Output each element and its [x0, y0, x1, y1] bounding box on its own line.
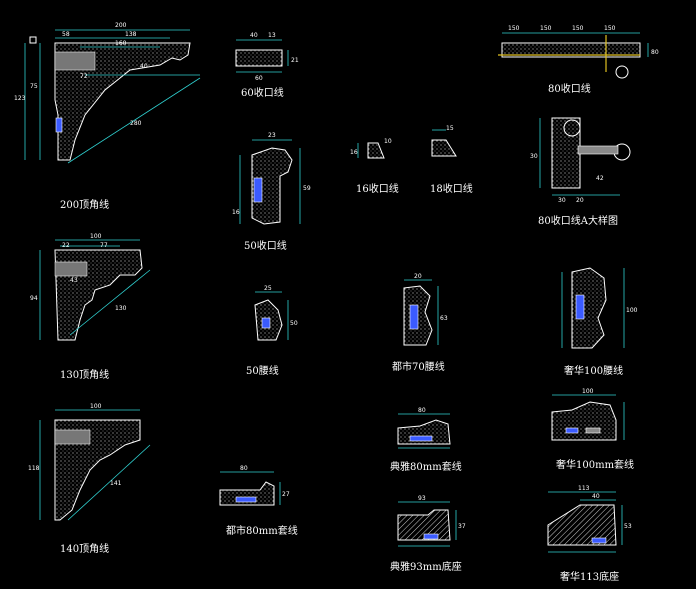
dim-label: 30 [558, 197, 566, 204]
dim-label: 21 [291, 57, 299, 64]
dim-label: 20 [576, 197, 584, 204]
marker-square [29, 36, 37, 44]
dim-label: 23 [268, 132, 276, 139]
label-80-trim: 80收口线 [548, 84, 591, 95]
profile-130-cornice [39, 239, 151, 341]
dim-label: 80 [240, 465, 248, 472]
dim-label: 72 [80, 73, 88, 80]
dim-label: 43 [70, 277, 78, 284]
label-70-waist: 都市70腰线 [392, 362, 445, 373]
dim-label: 13 [268, 32, 276, 39]
profile-80-casing-urban [219, 471, 281, 506]
dim-label: 16 [232, 209, 240, 216]
profile-60-trim [235, 39, 289, 73]
profile-93-base [397, 501, 457, 547]
label-100-waist: 奢华100腰线 [564, 366, 624, 377]
dim-label: 40 [592, 493, 600, 500]
profile-140-cornice [39, 409, 151, 521]
label-93-base: 典雅93mm底座 [390, 562, 462, 573]
profile-113-base [547, 491, 623, 553]
dim-label: 80 [651, 49, 659, 56]
dim-label: 75 [30, 83, 38, 90]
dim-label: 138 [125, 31, 137, 38]
label-113-base: 奢华113底座 [560, 572, 620, 583]
dim-label: 94 [30, 295, 38, 302]
dim-label: 141 [110, 480, 122, 487]
profile-16-trim [357, 142, 385, 159]
dim-label: 60 [255, 75, 263, 82]
dim-label: 280 [130, 120, 142, 127]
label-80-casing-urban: 都市80mm套线 [226, 526, 298, 537]
dim-label: 27 [282, 491, 290, 498]
dim-label: 118 [28, 465, 40, 472]
dim-label: 59 [303, 185, 311, 192]
profile-200-cornice [24, 29, 201, 164]
dim-label: 150 [540, 25, 552, 32]
dim-label: 113 [578, 485, 590, 492]
dim-label: 15 [446, 125, 454, 132]
dim-label: 93 [418, 495, 426, 502]
dim-label: 130 [115, 305, 127, 312]
label-18-trim: 18收口线 [430, 184, 473, 195]
dim-label: 58 [62, 31, 70, 38]
dim-label: 16 [350, 149, 358, 156]
profile-50-trim [239, 139, 301, 225]
profile-80-detail-a [539, 117, 631, 196]
dim-label: 200 [115, 22, 127, 29]
profile-70-waist [403, 279, 439, 346]
dim-label: 10 [384, 138, 392, 145]
label-60-trim: 60收口线 [241, 88, 284, 99]
dim-label: 63 [440, 315, 448, 322]
dim-label: 53 [624, 523, 632, 530]
label-130-cornice: 130顶角线 [60, 370, 110, 381]
profile-50-waist [254, 291, 289, 341]
dim-label: 123 [14, 95, 26, 102]
label-80-casing-elegant: 典雅80mm套线 [390, 462, 462, 473]
dim-label: 100 [90, 233, 102, 240]
profile-100-casing [551, 394, 625, 441]
dim-label: 20 [414, 273, 422, 280]
profile-100-waist [561, 267, 625, 349]
label-100-casing: 奢华100mm套线 [556, 460, 635, 471]
dim-label: 100 [582, 388, 594, 395]
dim-label: 22 [62, 242, 70, 249]
dim-label: 77 [100, 242, 108, 249]
dim-label: 150 [604, 25, 616, 32]
dim-label: 25 [264, 285, 272, 292]
dim-label: 40 [140, 63, 148, 70]
dim-label: 150 [572, 25, 584, 32]
profile-80-trim [498, 32, 649, 79]
dim-label: 160 [115, 40, 127, 47]
dim-label: 30 [530, 153, 538, 160]
profile-80-casing-elegant [397, 413, 451, 449]
dim-label: 150 [508, 25, 520, 32]
label-140-cornice: 140顶角线 [60, 544, 110, 555]
label-50-trim: 50收口线 [244, 241, 287, 252]
label-200-cornice: 200顶角线 [60, 200, 110, 211]
dim-label: 80 [418, 407, 426, 414]
dim-label: 42 [596, 175, 604, 182]
dim-label: 50 [290, 320, 298, 327]
dim-label: 100 [626, 307, 638, 314]
dim-label: 100 [90, 403, 102, 410]
profile-18-trim [431, 129, 457, 157]
label-80-detail: 80收口线A大样图 [538, 216, 618, 227]
label-16-trim: 16收口线 [356, 184, 399, 195]
dim-label: 40 [250, 32, 258, 39]
label-50-waist: 50腰线 [246, 366, 279, 377]
dim-label: 37 [458, 523, 466, 530]
